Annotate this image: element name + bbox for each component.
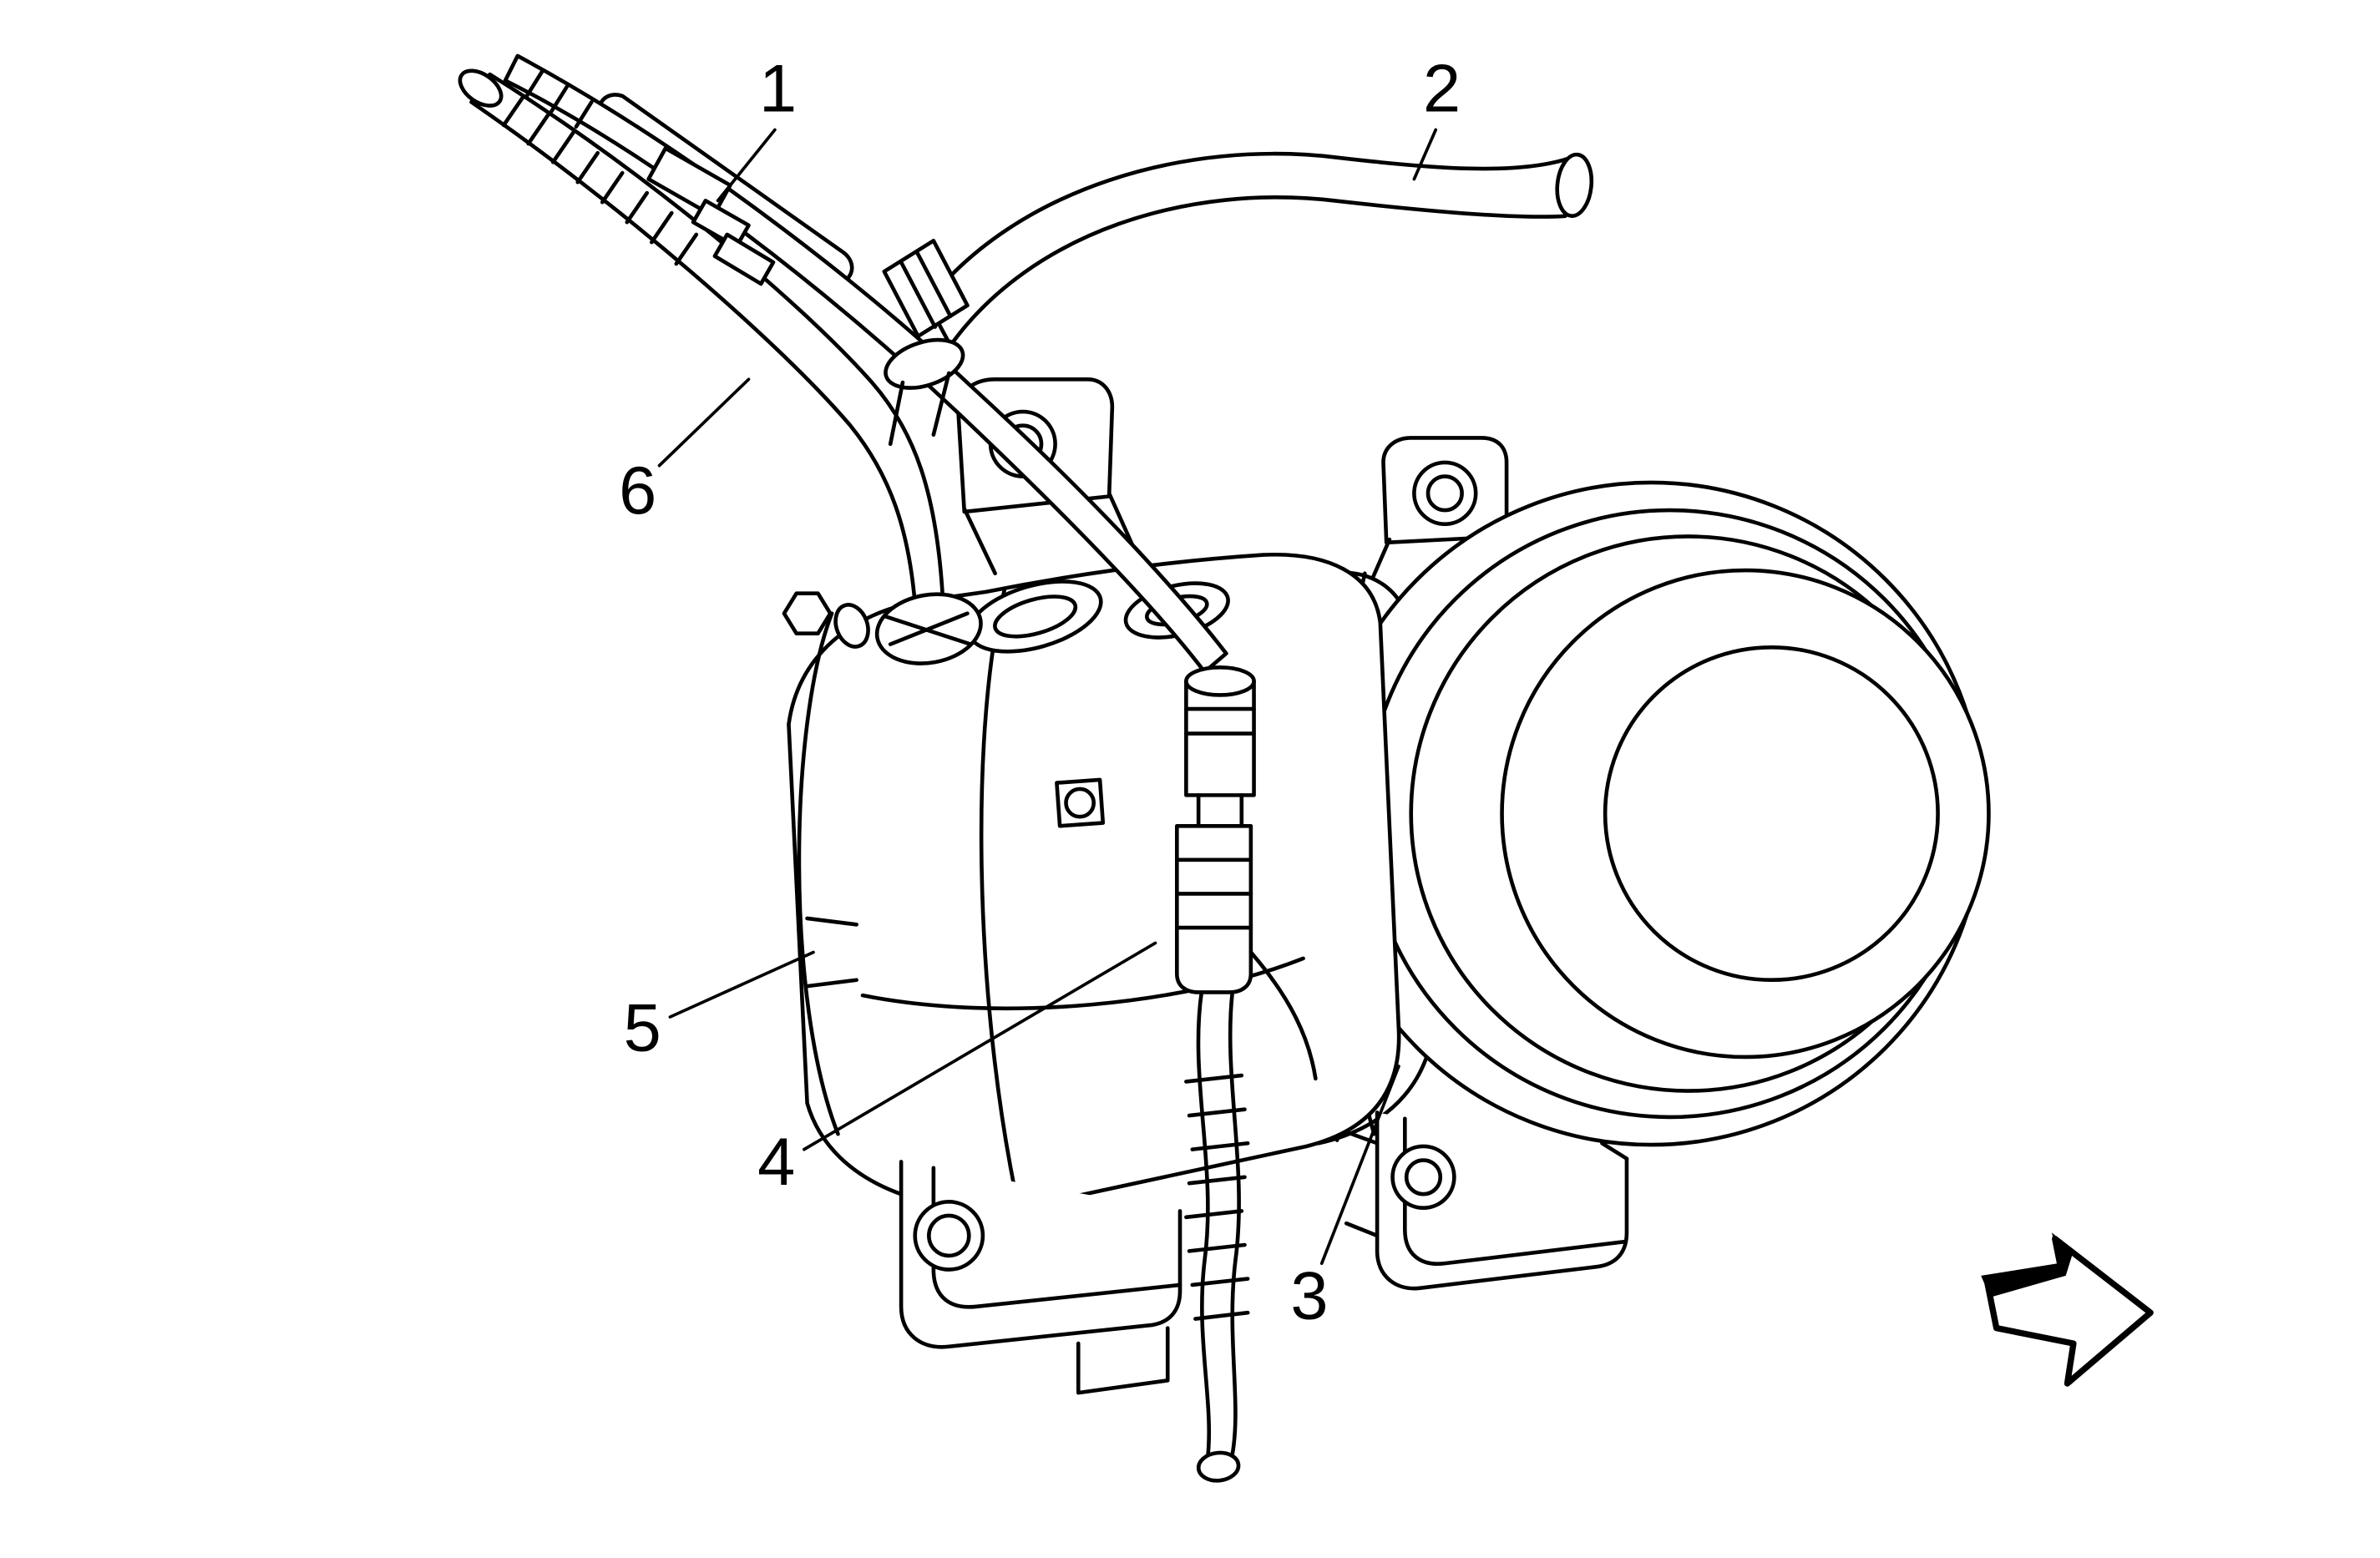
body-detail-plate [1055, 777, 1106, 828]
compressor-body [787, 552, 1401, 1211]
callout-label-6: 6 [619, 453, 656, 529]
callout-label-2: 2 [1423, 51, 1461, 126]
callout-leaders [657, 128, 1438, 1265]
callout-labels: 1 2 3 4 5 6 [619, 51, 1461, 1333]
leader-6 [657, 377, 751, 468]
leader-4 [803, 941, 1157, 1151]
leader-2 [1412, 128, 1438, 181]
mount-bracket-bottom-left [899, 1160, 1182, 1395]
leader-3 [1319, 1065, 1400, 1265]
electrical-connector [1175, 665, 1318, 1483]
callout-label-3: 3 [1290, 1259, 1328, 1334]
leader-1 [716, 128, 777, 203]
callout-label-4: 4 [757, 1125, 795, 1200]
upper-hose [882, 151, 1594, 447]
line-retainer-clip [646, 146, 776, 286]
callout-label-1: 1 [759, 51, 797, 126]
clutch-pulley [1318, 480, 1991, 1147]
leader-5 [668, 950, 815, 1019]
mount-bracket-top-right [1365, 436, 1522, 591]
port-bolt [782, 591, 870, 649]
refrigerant-line-rear [503, 53, 1228, 675]
callout-label-5: 5 [624, 991, 661, 1066]
mount-bracket-bottom-right [1341, 1110, 1629, 1291]
direction-arrow-icon [1981, 1232, 2154, 1387]
